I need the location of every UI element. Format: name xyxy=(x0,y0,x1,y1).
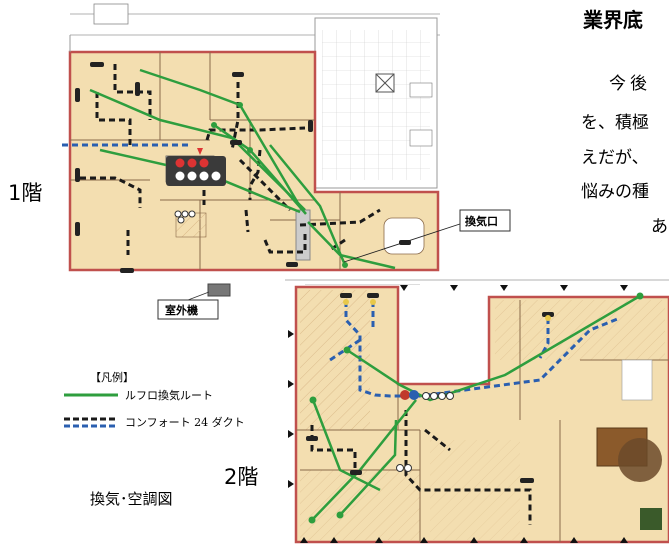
floor-1-plan xyxy=(62,3,467,320)
article-heading: 業界底 xyxy=(583,8,643,32)
outdoor-unit-label: 室外機 xyxy=(165,304,198,317)
floor-2-plan xyxy=(285,279,669,545)
article-line-5: あ xyxy=(651,217,668,237)
floor-1-label: 1階 xyxy=(8,181,43,205)
legend-item-ventilation: ルフロ換気ルート xyxy=(125,389,213,402)
article-line-4: 悩みの種 xyxy=(581,182,649,202)
legend-item-duct: コンフォート 24 ダクト xyxy=(125,416,245,429)
article-line-1: 今後 xyxy=(609,74,651,94)
figure-title: 換気･空調図 xyxy=(90,490,173,508)
legend-title: 【凡例】 xyxy=(90,371,134,384)
article-line-3: えだが、 xyxy=(581,148,649,168)
legend-swatches xyxy=(64,393,118,428)
exhaust-port-label: 換気口 xyxy=(465,215,498,228)
floor-2-label: 2階 xyxy=(224,465,259,489)
article-line-2: を、積極 xyxy=(581,113,649,133)
